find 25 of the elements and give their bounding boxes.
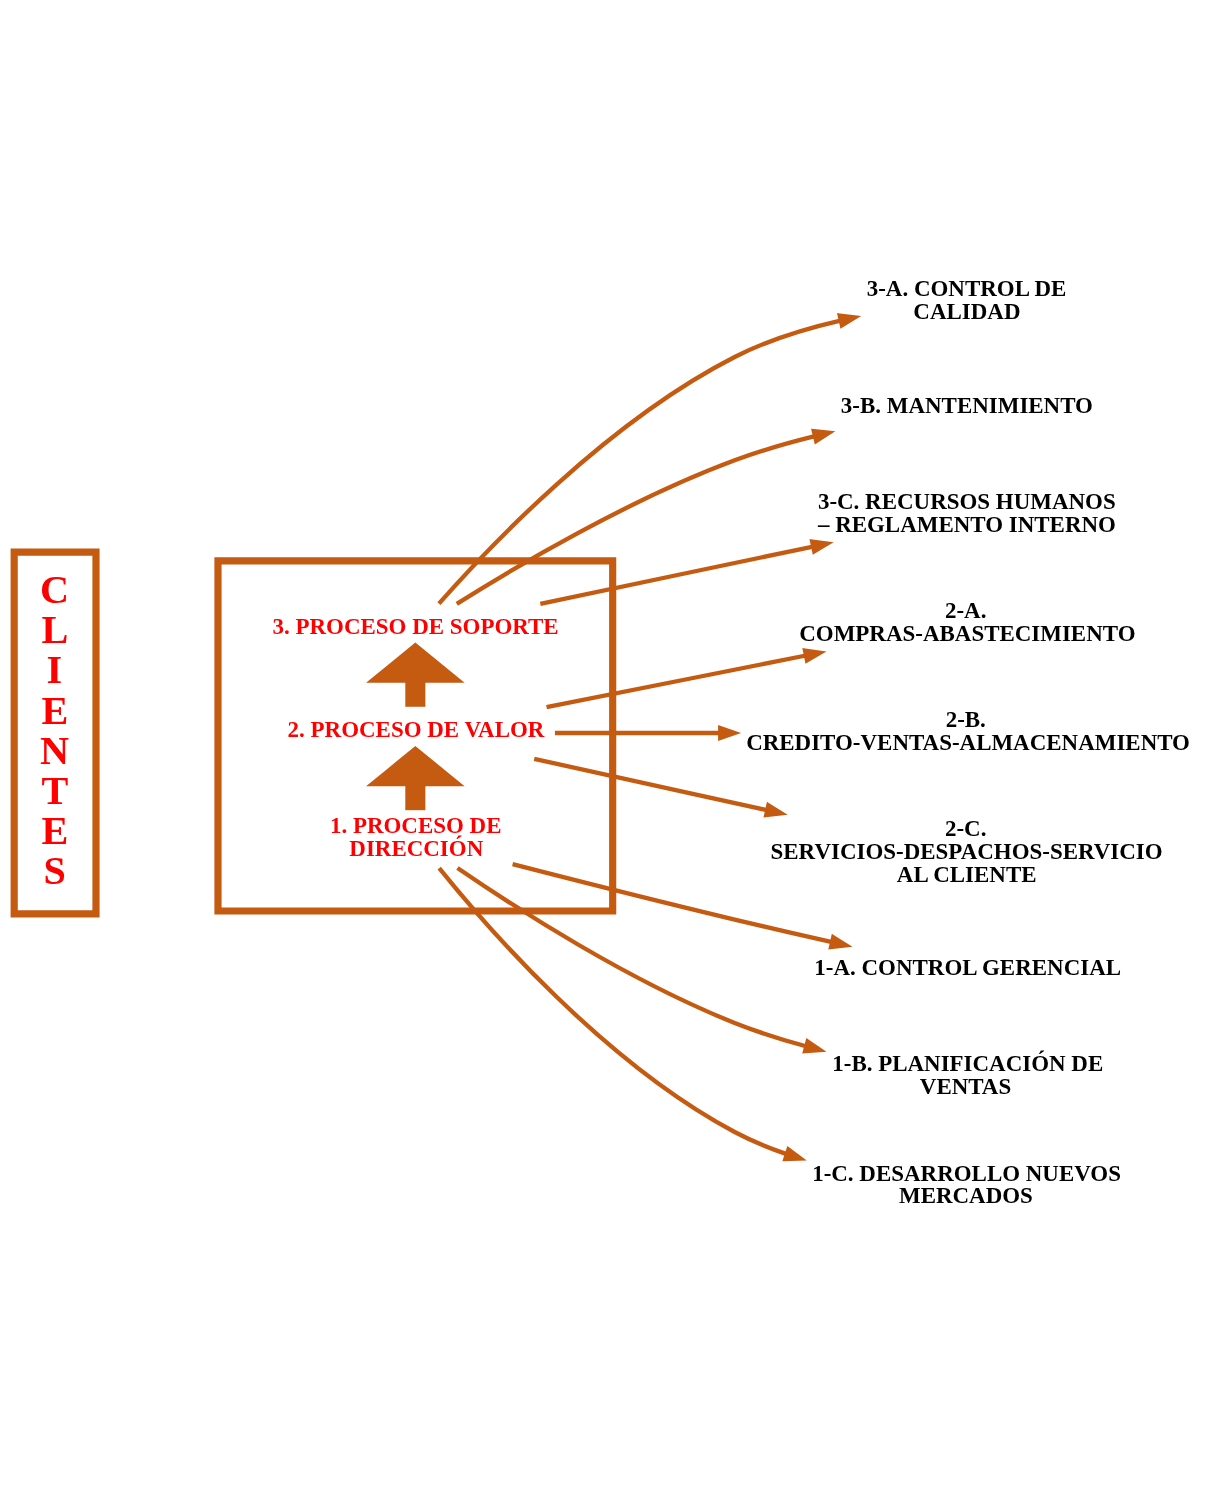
cluster — [214, 556, 617, 915]
node-text: 2-A. COMPRAS-ABASTECIMIENTO — [799, 597, 1136, 646]
node-text: 2-B. CREDITO-VENTAS-ALMACENAMIENTO — [746, 706, 1190, 755]
arrow — [455, 428, 836, 606]
arrow — [512, 861, 853, 950]
arrow — [546, 647, 827, 709]
arrow — [366, 642, 465, 707]
node-text: 3-B. MANTENIMIENTO — [840, 392, 1093, 418]
node-text: 3. PROCESO DE SOPORTE — [272, 613, 559, 639]
node-text: 2-C. SERVICIOS-DESPACHOS-SERVICIO AL CLIENTE — [770, 815, 1163, 887]
arrow — [366, 745, 465, 810]
node-text: 3-A. CONTROL DE CALIDAD — [866, 275, 1067, 324]
arrow — [539, 538, 834, 606]
node-text: 3-C. RECURSOS HUMANOS – REGLAMENTO INTERNO — [817, 488, 1116, 537]
node-text: 1-B. PLANIFICACIÓN DE VENTAS — [832, 1050, 1104, 1099]
node-box: C L I E N T E S — [10, 548, 100, 917]
node-text: 2. PROCESO DE VALOR — [287, 716, 545, 742]
arrow — [437, 312, 862, 605]
arrow — [437, 866, 807, 1161]
node-text: 1-A. CONTROL GERENCIAL — [814, 954, 1122, 980]
arrow — [456, 865, 827, 1054]
arrow — [554, 724, 742, 741]
node-text: 1-C. DESARROLLO NUEVOS MERCADOS — [812, 1160, 1121, 1208]
arrow — [533, 756, 788, 818]
node-text: 1. PROCESO DE DIRECCIÓN — [329, 812, 502, 861]
